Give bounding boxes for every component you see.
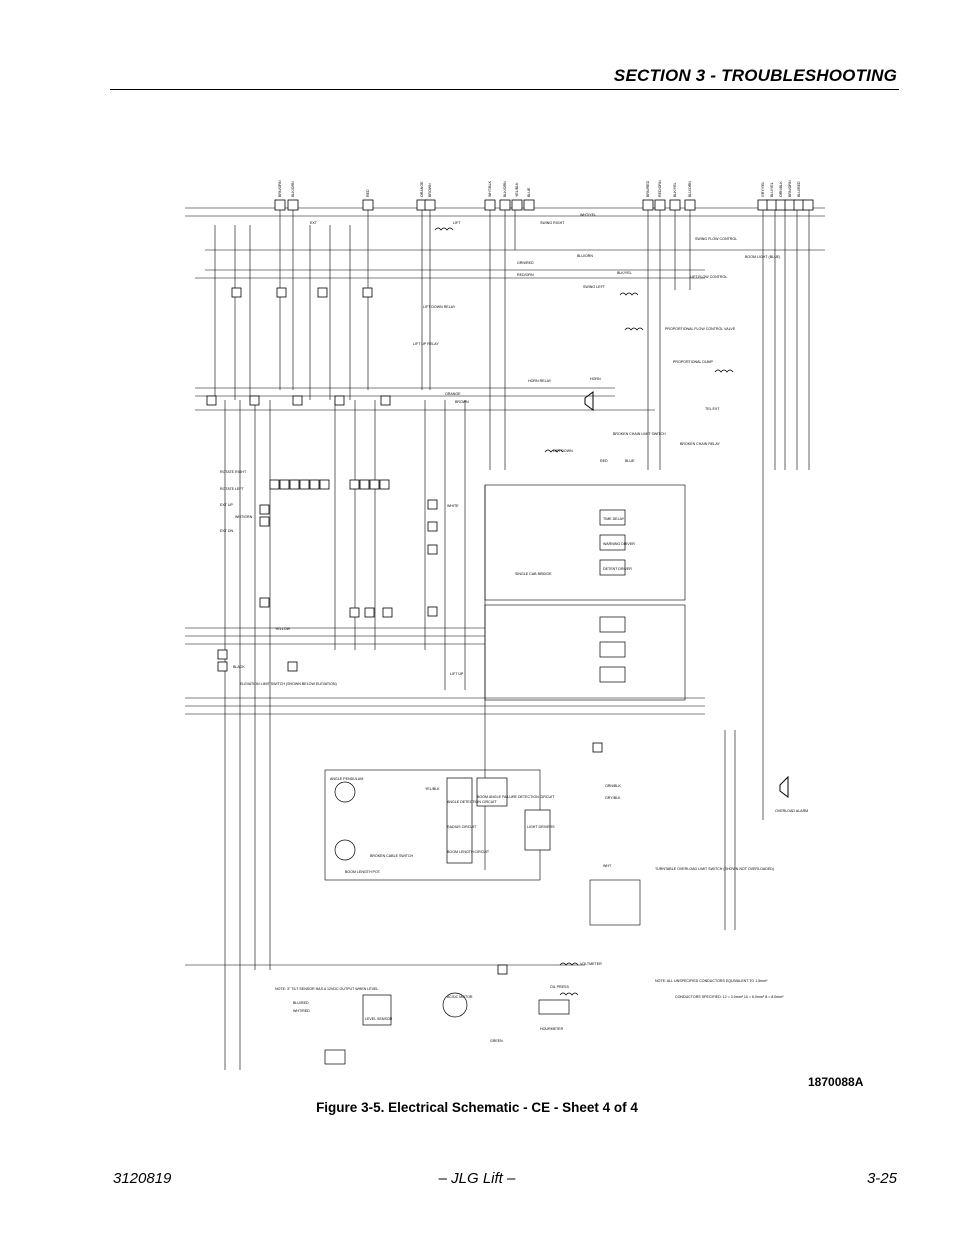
figure-caption: Figure 3-5. Electrical Schematic - CE - …	[316, 1100, 638, 1115]
label-boom-light: BOOM LIGHT (BLUE)	[745, 255, 780, 259]
drawing-number: 1870088A	[808, 1075, 864, 1089]
label-grn-red: GRN/RED	[517, 261, 534, 265]
section-title: SECTION 3 - TROUBLESHOOTING	[613, 66, 897, 85]
top-wire-label: RED/ORN	[658, 180, 662, 197]
label-turntable-overload: TURNTABLE OVERLOAD LIMIT SWITCH (SHOWN N…	[655, 867, 774, 871]
top-wire-label: BLU/ORN	[688, 181, 692, 197]
label-single-cab: SINGLE CAB BRIDGE	[515, 572, 552, 576]
top-wire-label: BLUE	[527, 187, 531, 197]
label-overload-alarm: OVERLOAD ALARM	[775, 809, 808, 813]
label-ext-dn: EXT DN	[220, 529, 234, 533]
label-detent-driver: DETENT DRIVER	[603, 567, 632, 571]
label-swing-flow: SWING FLOW CONTROL	[695, 237, 737, 241]
top-wire-label: RED	[366, 189, 370, 197]
label-wht-grn: WHT/GRN	[235, 515, 253, 519]
label-orn-blk: ORN/BLK	[605, 784, 621, 788]
label-note1: NOTE: ALL UNSPECIFIED CONDUCTORS EQUIVAL…	[655, 979, 768, 983]
label-brown: BROWN	[455, 400, 469, 404]
label-boom-length-pot: BOOM LENGTH POT.	[345, 870, 381, 874]
label-swing-left: SWING LEFT	[583, 285, 606, 289]
top-wire-label: BRN/ORN	[788, 180, 792, 197]
label-red-orn: RED/ORN	[517, 273, 534, 277]
label-lift-down: LIFT DOWN	[553, 449, 573, 453]
label-broken-chain-relay: BROKEN CHAIN RELAY	[680, 442, 720, 446]
label-blk-yel: BLK/YEL	[617, 271, 632, 275]
label-broken-chain: BROKEN CHAIN LIMIT SWITCH	[613, 432, 666, 436]
label-wht-yel: WHT/YEL	[580, 213, 596, 217]
label-lift-up-relay: LIFT UP RELAY	[413, 342, 439, 346]
label-failure-circuit: BOOM ANGLE FAILURE DETECTION CIRCUIT	[477, 795, 555, 799]
label-oil-press: OIL PRESS	[550, 985, 569, 989]
label-horn: HORN	[590, 377, 601, 381]
top-wire-label: YEL/BLK	[515, 182, 519, 197]
top-wire-label: BROWN	[428, 183, 432, 197]
label-ext: EXT	[310, 221, 318, 225]
label-white: WHITE	[447, 504, 459, 508]
label-ext-up: EXT UP	[220, 503, 234, 507]
label-orange: ORANGE	[445, 392, 461, 396]
label-lift-up: LIFT UP	[450, 672, 464, 676]
label-yellow: YELLOW	[275, 627, 291, 631]
top-wire-label: BRN/RED	[646, 180, 650, 197]
label-warning-driver: WARNING DRIVER	[603, 542, 635, 546]
label-rotate-right: ROTATE RIGHT	[220, 470, 247, 474]
label-green: GREEN	[490, 1039, 503, 1043]
label-level-sensor: LEVEL SENSOR	[365, 1017, 393, 1021]
label-yel-blk: YEL/BLK	[425, 787, 440, 791]
label-black: BLACK	[233, 665, 245, 669]
label-angle-pendulum: ANGLE PENDULUM	[330, 777, 363, 781]
top-wire-label: WHT/BLK	[488, 180, 492, 197]
top-wire-label: BLK/ORN	[291, 181, 295, 197]
label-tel-ext: TEL EXT	[705, 407, 720, 411]
top-wire-label: ORN/BLK	[779, 181, 783, 197]
top-wire-label: BLK/YEL	[673, 182, 677, 197]
label-ac-motor: AC/DC MOTOR	[447, 995, 473, 999]
label-light-drivers: LIGHT DRIVERS	[527, 825, 555, 829]
label-proportional-flow: PROPORTIONAL FLOW CONTROL VALVE	[665, 327, 736, 331]
label-elev-limit: ELEVATION LIMIT SWITCH (SHOWN BELOW ELEV…	[240, 682, 337, 686]
label-wht-red: WHT/RED	[293, 1009, 310, 1013]
label-horn-relay: HORN RELAY	[528, 379, 552, 383]
label-rotate-left: ROTATE LEFT	[220, 487, 245, 491]
footer-page-number: 3-25	[866, 1170, 897, 1187]
label-angle-circuit: ANGLE DETECTION CIRCUIT	[447, 800, 497, 804]
label-blue: BLUE	[625, 459, 635, 463]
label-proportional-dump: PROPORTIONAL DUMP	[673, 360, 714, 364]
header-rule	[110, 89, 899, 90]
label-note2: CONDUCTORS SPECIFIED: 12 = 3.0mm² 10 = 6…	[675, 995, 784, 999]
label-blu-orn: BLU/ORN	[577, 254, 593, 258]
label-radius-circuit: RADIUS CIRCUIT	[447, 825, 477, 829]
label-lift-flow: LIFT FLOW CONTROL	[690, 275, 727, 279]
label-swing-right: SWING RIGHT	[540, 221, 565, 225]
electrical-schematic: EXT LIFT SWING RIGHT WHT/YEL SWING FLOW …	[185, 180, 825, 1070]
label-lift: LIFT	[453, 221, 461, 225]
label-red: RED	[600, 459, 608, 463]
label-lift-down-relay: LIFT DOWN RELAY	[423, 305, 456, 309]
top-wire-label: BRN/ORN	[278, 180, 282, 197]
footer-center: – JLG Lift –	[438, 1170, 516, 1187]
top-wire-label: GRY/YEL	[761, 181, 765, 197]
label-broken-cable: BROKEN CABLE SWITCH	[370, 854, 414, 858]
label-gry-blk: GRY/BLK	[605, 796, 621, 800]
footer-doc-number: 3120819	[113, 1170, 172, 1187]
label-blu-red: BLU/RED	[293, 1001, 309, 1005]
label-tilt-note: NOTE: 3° TILT SENSOR HAS A 12VDC OUTPUT …	[275, 987, 378, 991]
top-wire-label: ORANGE	[420, 181, 424, 197]
label-hourmeter: HOURMETER	[540, 1027, 564, 1031]
label-length-circuit: BOOM LENGTH CIRCUIT	[447, 850, 490, 854]
label-voltmeter: VOLTMETER	[580, 962, 602, 966]
top-wire-label: BLU/RED	[797, 181, 801, 197]
top-wire-label: BLU/YEL	[770, 182, 774, 197]
label-wht: WHT	[603, 864, 612, 868]
label-time-delay: TIME DELAY	[603, 517, 625, 521]
top-wire-label: BLK/ORN	[503, 181, 507, 197]
